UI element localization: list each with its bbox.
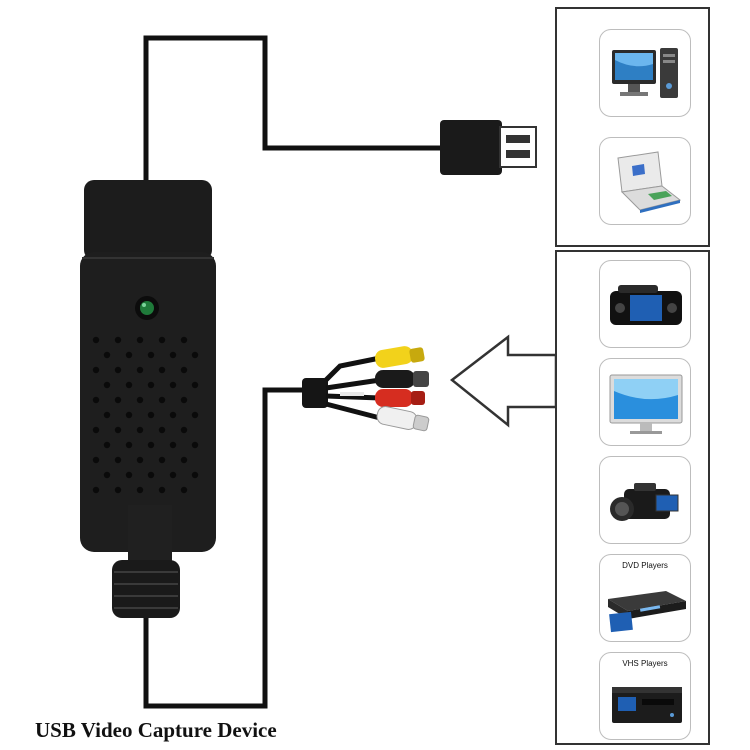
vent-hole [125,471,133,479]
vent-hole [191,471,199,479]
vent-hole [136,366,144,374]
input-arrow-icon [449,334,558,428]
vent-hole [103,411,111,419]
desktop-pc-icon [612,48,678,98]
device-tile: DVD Players [599,554,691,642]
vent-hole [180,336,188,344]
vent-hole [92,336,100,344]
vent-hole [147,441,155,449]
capture-device-body [80,180,216,565]
vent-hole [158,366,166,374]
vent-hole [114,426,122,434]
computer-tile [599,29,691,117]
dvd-player-icon [608,591,686,633]
vent-hole [158,396,166,404]
dvd-players-label: DVD Players [622,561,668,570]
device-tile: VHS Players [599,652,691,740]
strain-relief [112,560,180,618]
vent-hole [180,486,188,494]
vent-hole [158,486,166,494]
vent-hole [114,336,122,344]
device-tile [599,456,691,544]
vent-hole [125,441,133,449]
vent-hole [191,411,199,419]
vent-hole [147,351,155,359]
vent-hole [136,486,144,494]
vent-hole [158,426,166,434]
vent-hole [136,426,144,434]
vent-hole [180,456,188,464]
computers-panel [555,7,710,247]
vent-hole [103,351,111,359]
device-tile [599,260,691,348]
vent-hole [147,471,155,479]
vent-hole [169,411,177,419]
vent-hole [125,351,133,359]
vhs-players-label: VHS Players [622,659,668,668]
usb-plug-icon [440,120,537,175]
av-sources-panel: DVD Players VHS Players [555,250,710,745]
vent-hole [169,471,177,479]
computer-tile [599,137,691,225]
vent-hole [169,441,177,449]
vent-hole [191,441,199,449]
vent-hole [114,486,122,494]
vent-hole [180,366,188,374]
vent-hole [158,336,166,344]
vent-hole [136,456,144,464]
vent-hole [103,441,111,449]
vhs-player-icon [612,687,682,723]
vent-hole [125,381,133,389]
laptop-icon [617,151,682,213]
vent-hole [92,426,100,434]
vent-hole [169,381,177,389]
vent-holes [92,336,199,494]
vent-hole [158,456,166,464]
vent-hole [136,336,144,344]
vent-hole [92,456,100,464]
vent-hole [125,411,133,419]
vent-hole [169,351,177,359]
vent-hole [147,411,155,419]
vent-hole [103,471,111,479]
vent-hole [180,426,188,434]
usb-cable [143,35,445,185]
tv-monitor-icon [609,374,683,434]
vent-hole [180,396,188,404]
status-led-icon [135,296,159,320]
vent-hole [92,366,100,374]
vent-hole [191,381,199,389]
vent-hole [191,351,199,359]
rca-breakout [302,346,430,432]
vent-hole [114,396,122,404]
portable-media-player-icon [610,285,682,325]
camcorder-icon [610,483,679,521]
vent-hole [147,381,155,389]
vent-hole [92,486,100,494]
vent-hole [103,381,111,389]
device-tile [599,358,691,446]
vent-hole [114,456,122,464]
vent-hole [136,396,144,404]
av-cable [143,387,312,709]
device-caption: USB Video Capture Device [35,718,277,742]
vent-hole [114,366,122,374]
vent-hole [92,396,100,404]
